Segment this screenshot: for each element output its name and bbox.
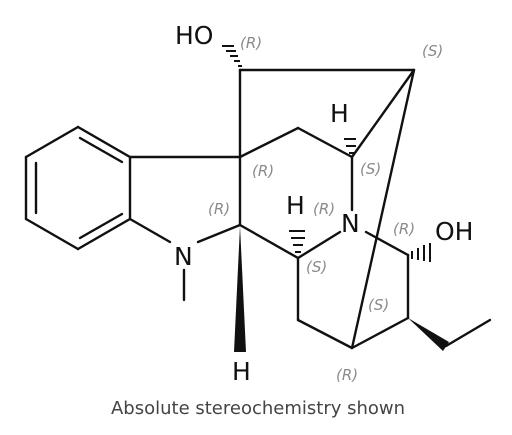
- hashed-bond-right-oh: [411, 243, 431, 262]
- stereo-label-top-oh: (R): [240, 34, 262, 52]
- benzene-ring: [24, 125, 132, 251]
- stereo-label-ethyl: (S): [368, 296, 389, 314]
- stereo-label-lower: (S): [306, 258, 327, 276]
- bridge-nitrogen-label: N: [341, 209, 360, 238]
- stereo-descriptors: (R) (S) (S) (R) (R) (R) (R) (S) (S) (R): [208, 34, 443, 384]
- hydrogen-label-bottom: H: [232, 357, 251, 386]
- caption: Absolute stereochemistry shown: [111, 398, 405, 419]
- hashed-bond-mid-h: [289, 230, 305, 253]
- atom-labels: HO H H H N N OH: [174, 21, 473, 386]
- hydrogen-label-ring: H: [330, 99, 349, 128]
- indole-nitrogen-label: N: [174, 242, 193, 271]
- stereo-label-bottom: (R): [336, 366, 358, 384]
- hydrogen-label-mid: H: [286, 191, 305, 220]
- stereo-label-indoline: (R): [208, 200, 230, 218]
- stereo-label-ring-h: (S): [360, 160, 381, 178]
- stereo-bonds: [222, 45, 492, 352]
- stereo-label-bridge-n: (R): [313, 200, 335, 218]
- wedge-bond-bottom-h: [234, 226, 246, 352]
- stereo-label-right-oh: (R): [393, 220, 415, 238]
- stereo-label-quaternary: (R): [252, 162, 274, 180]
- wedge-bond-ethyl: [408, 318, 449, 351]
- stereo-label-top-right: (S): [422, 42, 443, 60]
- skeleton-bonds: [128, 68, 416, 350]
- hydroxyl-label-right: OH: [435, 217, 473, 246]
- hashed-bond-ring-h: [344, 138, 356, 154]
- hashed-bond-top-oh: [222, 45, 242, 67]
- hydroxyl-label-top: HO: [175, 21, 213, 50]
